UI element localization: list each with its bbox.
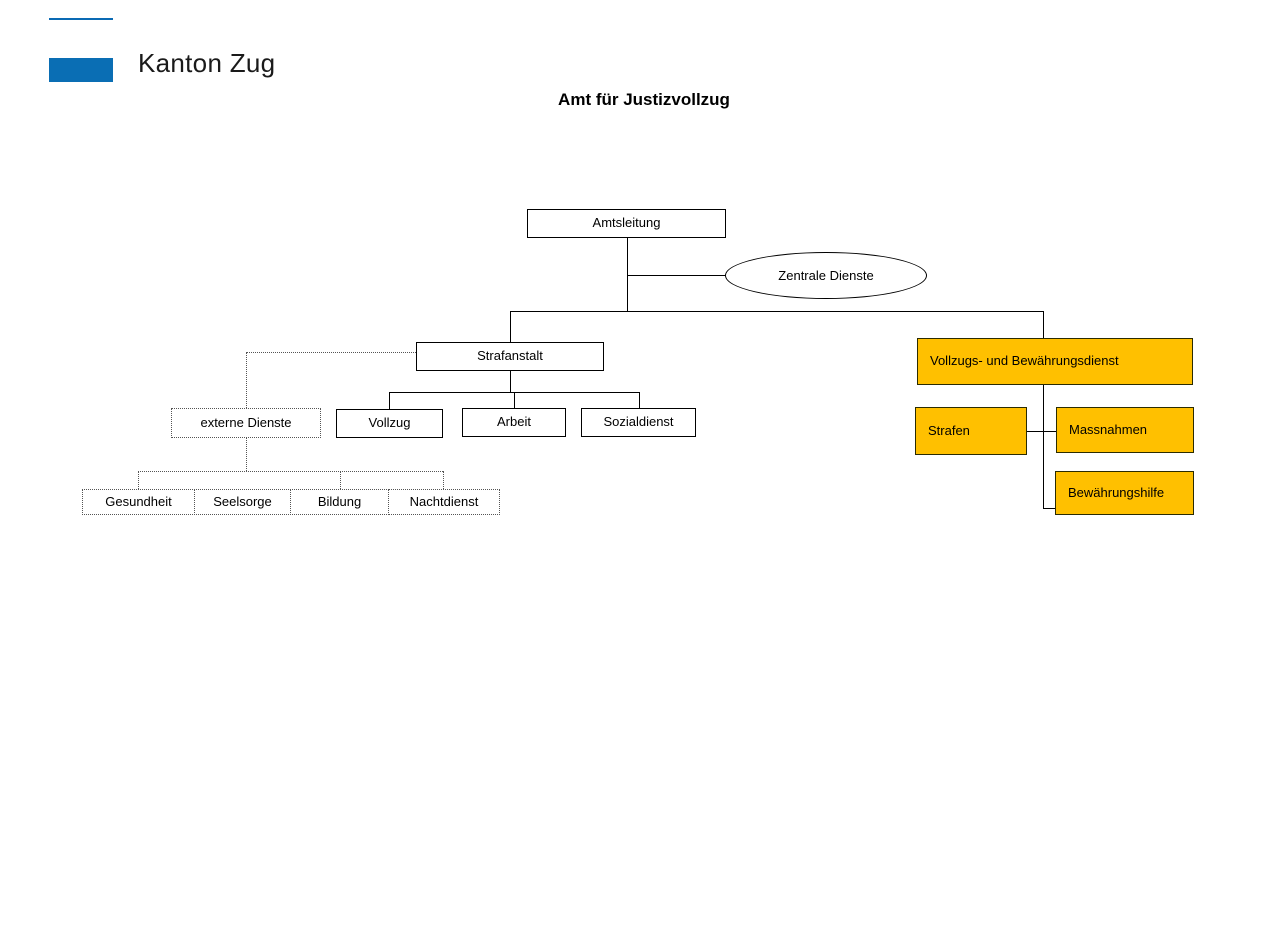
- node-arbeit[interactable]: Arbeit: [462, 408, 566, 437]
- node-amtsleitung[interactable]: Amtsleitung: [527, 209, 726, 238]
- connector-dotted-drop-nachtdienst: [443, 471, 444, 489]
- connector-level1-bus: [510, 311, 1043, 312]
- connector-dotted-externe-stem: [246, 438, 247, 471]
- connector-orange-to-bewaehrungshilfe: [1043, 508, 1057, 509]
- connector-dotted-drop-bildung: [340, 471, 341, 489]
- node-vollzug-label: Vollzug: [368, 415, 411, 431]
- node-nachtdienst-label: Nachtdienst: [409, 493, 479, 509]
- node-arbeit-label: Arbeit: [497, 414, 531, 430]
- node-nachtdienst[interactable]: Nachtdienst: [388, 489, 500, 515]
- page-title: Amt für Justizvollzug: [0, 90, 1286, 110]
- node-vollzugs-und-bewaehrungsdienst[interactable]: Vollzugs- und Bewährungsdienst: [917, 338, 1193, 385]
- node-strafanstalt[interactable]: Strafanstalt: [416, 342, 604, 371]
- connector-level1-right-drop: [1043, 311, 1044, 338]
- node-strafen-label: Strafen: [928, 422, 970, 438]
- node-externe-dienste[interactable]: externe Dienste: [171, 408, 321, 438]
- node-sozialdienst-label: Sozialdienst: [603, 414, 674, 430]
- node-seelsorge[interactable]: Seelsorge: [194, 489, 291, 515]
- page-title-text: Amt für Justizvollzug: [558, 90, 730, 109]
- brand-name: Kanton Zug: [138, 48, 276, 78]
- node-vollzugs-und-bewaehrungsdienst-label: Vollzugs- und Bewährungsdienst: [930, 353, 1119, 369]
- node-strafen[interactable]: Strafen: [915, 407, 1027, 455]
- connector-dotted-drop-gesundheit: [138, 471, 139, 489]
- logo-rule: [49, 18, 113, 20]
- node-massnahmen[interactable]: Massnahmen: [1056, 407, 1194, 453]
- node-gesundheit[interactable]: Gesundheit: [82, 489, 195, 515]
- node-bewaehrungshilfe-label: Bewährungshilfe: [1068, 484, 1165, 500]
- node-bildung-label: Bildung: [317, 493, 362, 509]
- node-seelsorge-label: Seelsorge: [213, 493, 272, 509]
- node-zentrale-dienste[interactable]: Zentrale Dienste: [725, 252, 927, 299]
- connector-strafanstalt-stem: [510, 371, 511, 392]
- node-gesundheit-label: Gesundheit: [105, 493, 172, 509]
- node-vollzug[interactable]: Vollzug: [336, 409, 443, 438]
- connector-root-to-staff: [627, 275, 726, 276]
- connector-dotted-to-externe-dienste-v: [246, 352, 247, 408]
- connector-level1-left-drop: [510, 311, 511, 342]
- node-bildung[interactable]: Bildung: [290, 489, 389, 515]
- connector-drop-vollzug: [389, 392, 390, 409]
- kanton-zug-logo: Kanton Zug: [49, 18, 349, 82]
- connector-drop-arbeit: [514, 392, 515, 409]
- node-zentrale-dienste-label: Zentrale Dienste: [778, 268, 874, 283]
- connector-orange-spine: [1043, 385, 1044, 509]
- node-externe-dienste-label: externe Dienste: [200, 414, 292, 430]
- connector-root-stem: [627, 238, 628, 311]
- logo-mark-icon: [49, 58, 113, 82]
- node-strafanstalt-label: Strafanstalt: [477, 348, 543, 364]
- node-amtsleitung-label: Amtsleitung: [592, 215, 661, 231]
- connector-dotted-to-externe-dienste-h: [246, 352, 416, 353]
- connector-orange-to-strafen-massnahmen: [1027, 431, 1057, 432]
- connector-dotted-externe-bus: [138, 471, 443, 472]
- node-sozialdienst[interactable]: Sozialdienst: [581, 408, 696, 437]
- connector-drop-sozialdienst: [639, 392, 640, 408]
- node-massnahmen-label: Massnahmen: [1069, 421, 1148, 437]
- node-bewaehrungshilfe[interactable]: Bewährungshilfe: [1055, 471, 1194, 515]
